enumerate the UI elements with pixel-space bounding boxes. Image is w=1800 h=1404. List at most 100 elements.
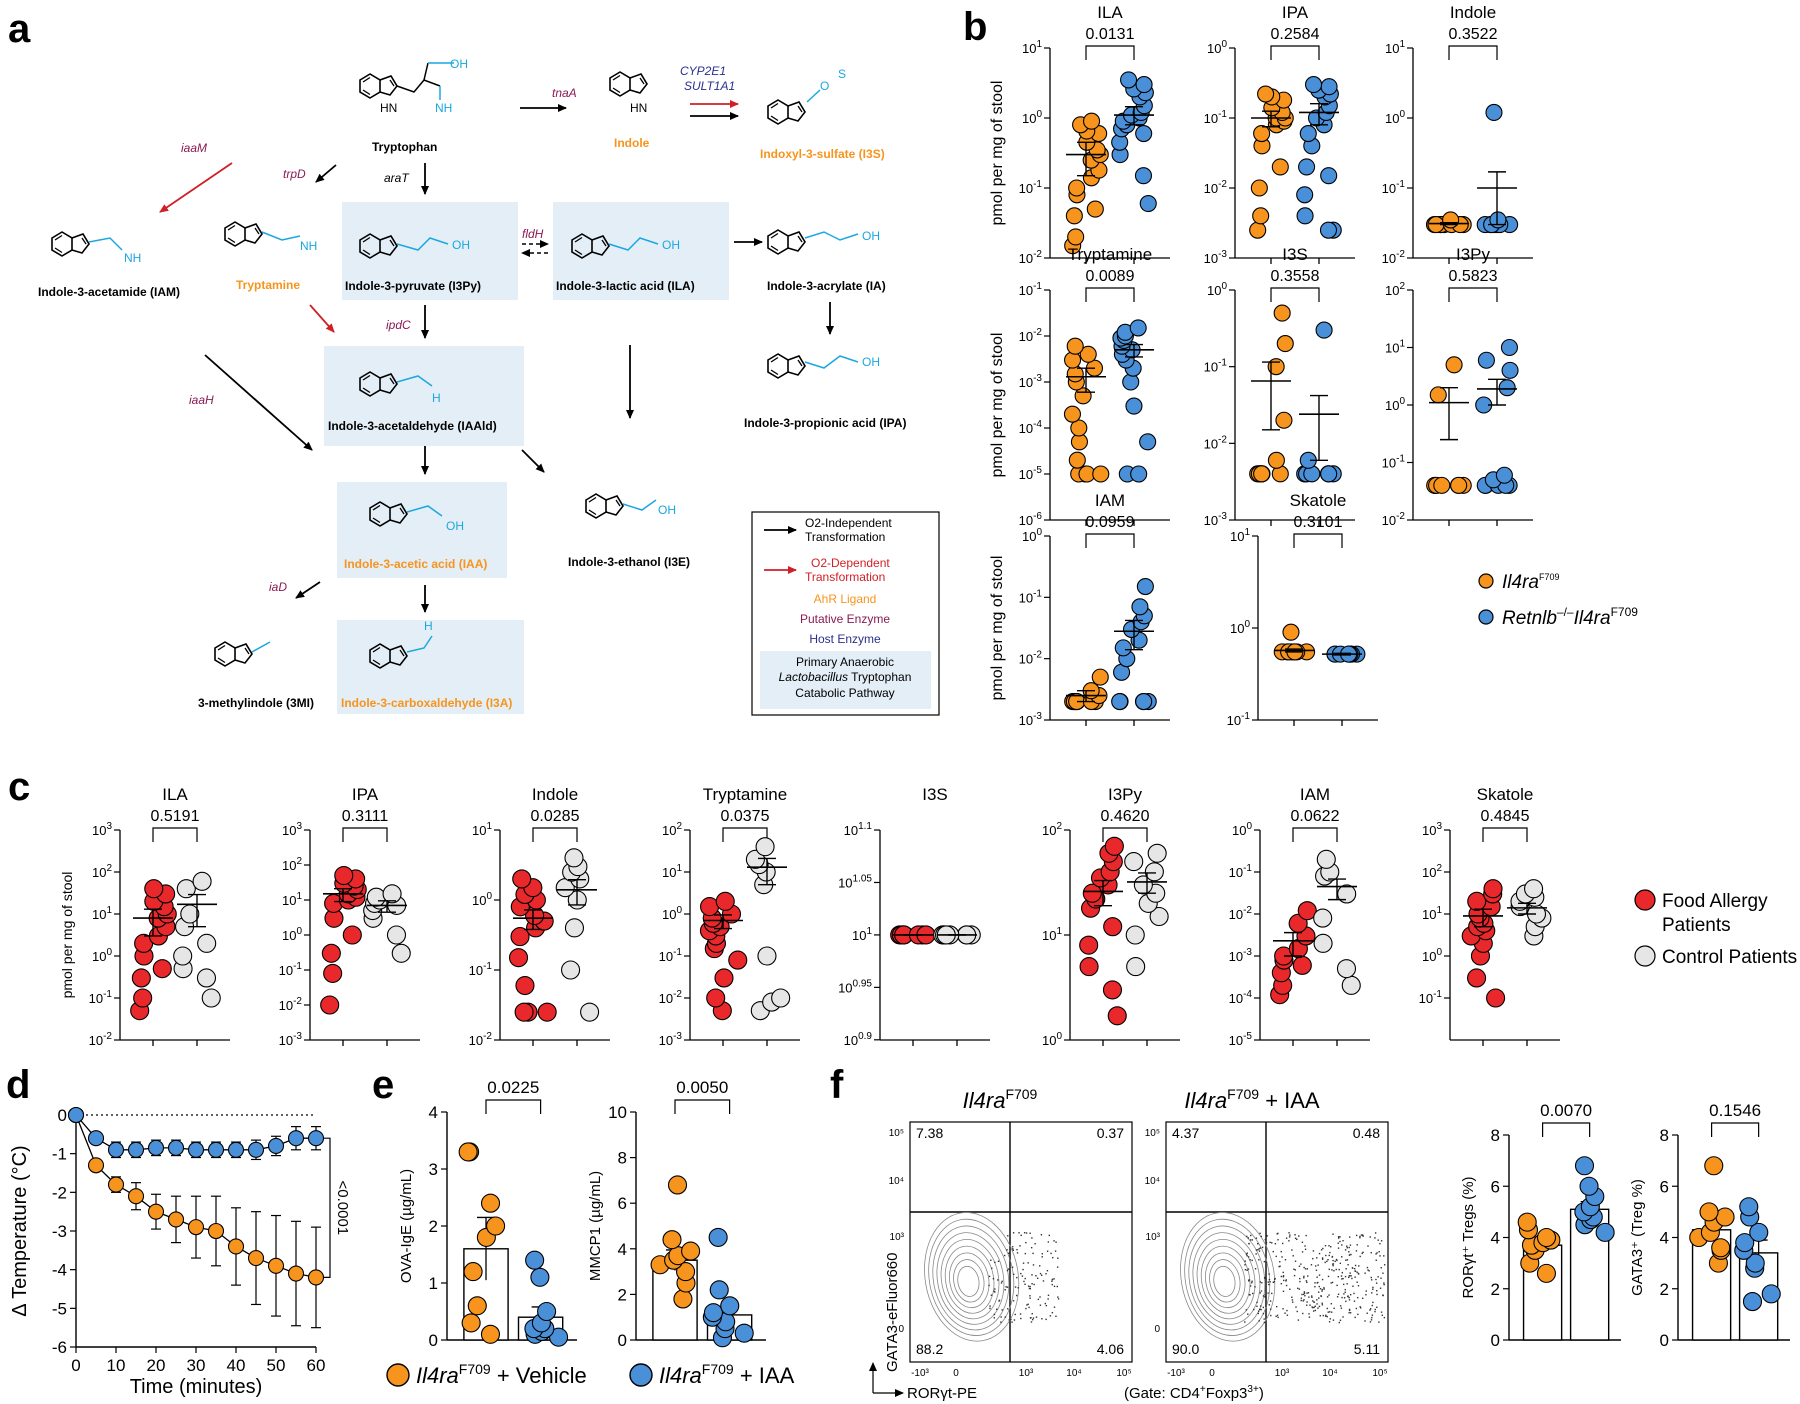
x-tick-label: 60 [307, 1356, 326, 1375]
data-point [382, 884, 402, 904]
event [1312, 1300, 1314, 1302]
event [1303, 1291, 1305, 1293]
event [1001, 1309, 1003, 1311]
y-tick-label: 100 [1022, 527, 1042, 544]
event [1032, 1264, 1035, 1266]
event [1305, 1280, 1308, 1282]
chart-title: IPA [352, 785, 379, 804]
data-point [1253, 465, 1271, 483]
event [1247, 1256, 1250, 1258]
event [1330, 1246, 1332, 1248]
quadrant-value: 4.06 [1097, 1341, 1124, 1357]
event [1300, 1263, 1302, 1265]
event [1375, 1278, 1377, 1281]
event [1377, 1276, 1379, 1278]
event [1016, 1248, 1018, 1251]
event [1249, 1259, 1251, 1261]
significance-bracket [1270, 287, 1320, 302]
event [1357, 1296, 1359, 1299]
enzyme-tnaA: tnaA [552, 86, 577, 100]
y-tick-label: 101 [1230, 527, 1250, 544]
event [1272, 1281, 1275, 1284]
event [1046, 1250, 1049, 1252]
y-tick-label: 103 [1422, 821, 1442, 838]
event [988, 1284, 990, 1287]
p-value: 0.0089 [1086, 268, 1135, 285]
event [1251, 1239, 1254, 1241]
event [1045, 1273, 1047, 1275]
y-tick-label: 10-5 [1229, 1031, 1253, 1048]
significance-bracket [342, 827, 388, 842]
data-point [144, 879, 164, 899]
event [1333, 1307, 1335, 1310]
event [1291, 1296, 1293, 1298]
y-tick-label: 101 [1385, 339, 1405, 356]
y-tick-label: 103 [282, 821, 302, 838]
y-tick-label: 2 [429, 1217, 438, 1236]
event [1011, 1321, 1013, 1323]
enzyme-cyp2e1: CYP2E1 [680, 64, 726, 78]
event [1260, 1290, 1263, 1292]
event [1345, 1268, 1347, 1270]
flow-frame [909, 1121, 1133, 1363]
data-point [714, 968, 734, 988]
y-tick-label: 10-2 [1019, 327, 1043, 344]
panel-a-pathway: OH NH HN Tryptophan HN Indole O S Indoxy… [38, 57, 940, 716]
event [1053, 1278, 1055, 1280]
event [1332, 1259, 1334, 1262]
data-point [267, 1137, 285, 1154]
event [1280, 1282, 1283, 1285]
data-point [133, 988, 153, 1008]
p-value: 0.1546 [1709, 1101, 1761, 1120]
event [1262, 1295, 1265, 1297]
event [1339, 1262, 1342, 1265]
legend-host: Host Enzyme [809, 632, 881, 646]
x-tick-label: 30 [187, 1356, 206, 1375]
event [1340, 1307, 1343, 1309]
event [1376, 1252, 1378, 1254]
event [1336, 1296, 1339, 1298]
data-point [1079, 957, 1099, 977]
event [1283, 1279, 1285, 1282]
event [1029, 1295, 1031, 1297]
data-point [107, 1176, 125, 1193]
data-point [167, 1139, 185, 1156]
data-point [676, 1262, 696, 1282]
event [1336, 1284, 1338, 1287]
event [1297, 1287, 1299, 1290]
event [1381, 1314, 1384, 1316]
data-point [1524, 879, 1544, 899]
event [1349, 1244, 1352, 1246]
event [1011, 1266, 1014, 1268]
event [1042, 1280, 1045, 1282]
data-point [1315, 321, 1333, 339]
significance-bracket [1292, 827, 1338, 842]
event [1266, 1235, 1268, 1237]
data-point [1067, 228, 1085, 246]
y-tick-label: 10 [608, 1103, 627, 1122]
event [1017, 1287, 1019, 1289]
event [996, 1308, 998, 1311]
event [1370, 1252, 1372, 1254]
legend-control: Control Patients [1662, 947, 1797, 968]
event [1031, 1237, 1033, 1239]
y-tick-label: 10-1 [1419, 989, 1443, 1006]
event [1351, 1267, 1354, 1269]
event [1328, 1254, 1330, 1257]
y-tick-label: 4 [429, 1103, 438, 1122]
y-tick-label: 6 [618, 1194, 627, 1213]
event [1288, 1236, 1291, 1238]
data-point [1144, 862, 1164, 882]
data-point [287, 1130, 305, 1147]
event [1379, 1242, 1381, 1245]
y-tick-label: 8 [1660, 1126, 1669, 1145]
data-point [1313, 933, 1333, 953]
data-point [755, 837, 775, 857]
legend-o2-indep-1: O2-Independent [805, 516, 892, 530]
event [1370, 1279, 1373, 1281]
event [1304, 1245, 1306, 1247]
event [1304, 1248, 1307, 1251]
event [1339, 1236, 1341, 1238]
